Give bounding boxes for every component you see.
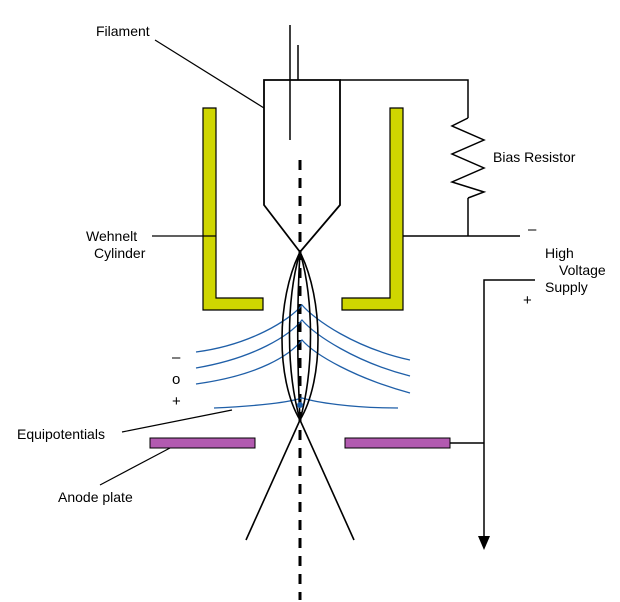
hv-supply-label-line2: Voltage xyxy=(559,262,606,278)
bias-resistor-label: Bias Resistor xyxy=(493,149,576,165)
equip-minus-symbol: – xyxy=(172,349,181,366)
leader-lines xyxy=(99,39,265,486)
bias-resistor-circuit xyxy=(340,79,520,237)
filament-label: Filament xyxy=(96,23,150,39)
anode-plate-left xyxy=(149,437,256,449)
hv-supply-label-line3: Supply xyxy=(545,279,588,295)
anode-plate-label: Anode plate xyxy=(58,489,133,505)
supply-positive-lead xyxy=(450,279,535,538)
crossover-point xyxy=(297,402,303,408)
wehnelt-label-line2: Cylinder xyxy=(94,245,146,261)
wehnelt-label-line1: Wehnelt xyxy=(86,228,137,244)
equipotentials-label: Equipotentials xyxy=(17,426,105,442)
wehnelt-left xyxy=(202,107,264,311)
wehnelt-right xyxy=(341,107,404,311)
equip-plus-symbol: + xyxy=(172,393,181,410)
hv-supply-label-line1: High xyxy=(545,245,574,261)
filament-housing xyxy=(263,79,341,254)
equip-zero-symbol: o xyxy=(172,371,180,388)
equipotential-lines xyxy=(195,303,411,409)
supply-minus-symbol: – xyxy=(528,221,537,238)
supply-arrow xyxy=(478,536,490,550)
anode-plate-right xyxy=(344,437,451,449)
supply-plus-symbol: + xyxy=(523,292,532,309)
bias-resistor xyxy=(449,117,487,199)
